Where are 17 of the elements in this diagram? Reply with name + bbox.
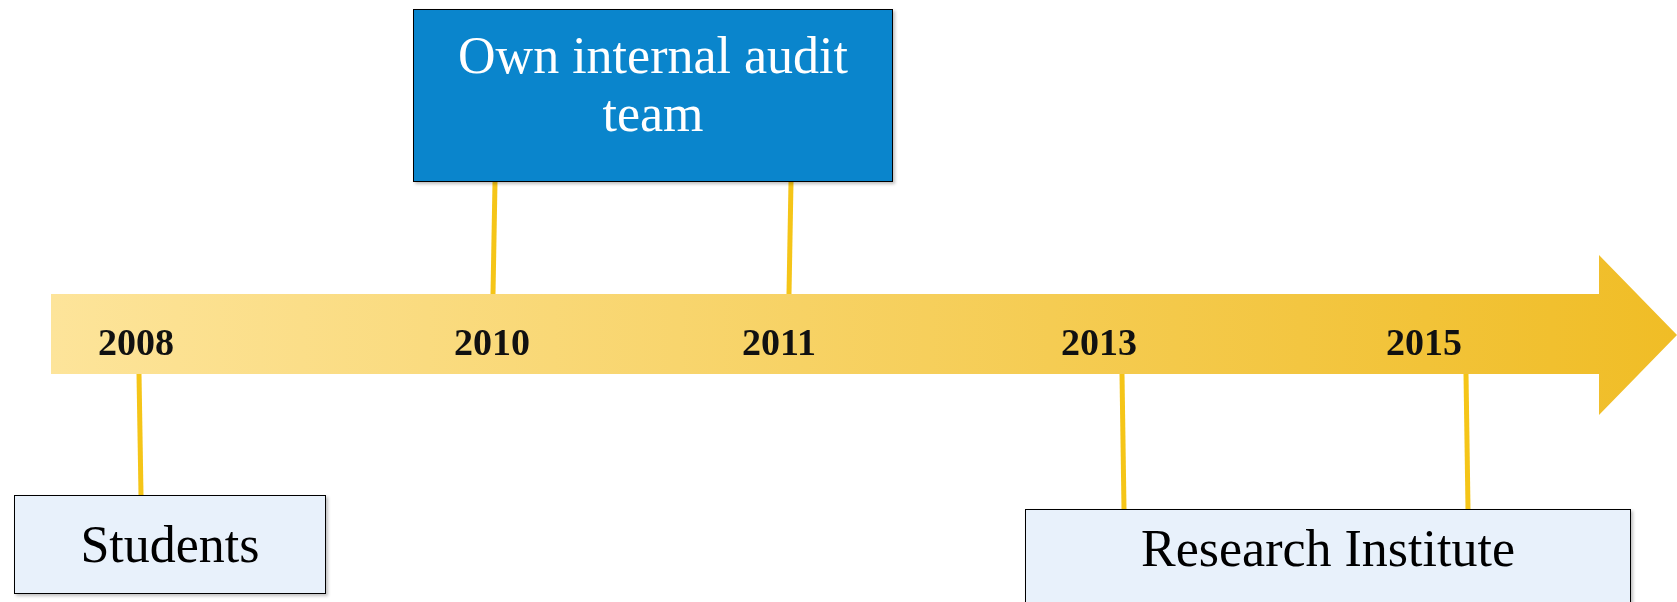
tick-line bbox=[786, 181, 794, 295]
year-label: 2013 bbox=[1061, 320, 1137, 364]
event-box bbox=[14, 495, 326, 594]
tick-line bbox=[1119, 373, 1127, 510]
year-label: 2015 bbox=[1386, 320, 1462, 364]
event-box bbox=[413, 9, 893, 182]
tick-line bbox=[490, 181, 498, 295]
year-label: 2010 bbox=[454, 320, 530, 364]
event-label: Students bbox=[80, 515, 260, 574]
tick-line bbox=[136, 373, 144, 496]
event-label: Research Institute bbox=[1141, 520, 1515, 578]
tick-line bbox=[1463, 373, 1471, 510]
timeline-arrow bbox=[51, 255, 1677, 415]
year-label: 2008 bbox=[98, 320, 174, 364]
year-label: 2011 bbox=[742, 320, 816, 364]
event-label: Own internal audit team bbox=[457, 27, 849, 142]
event-box bbox=[1025, 509, 1631, 602]
